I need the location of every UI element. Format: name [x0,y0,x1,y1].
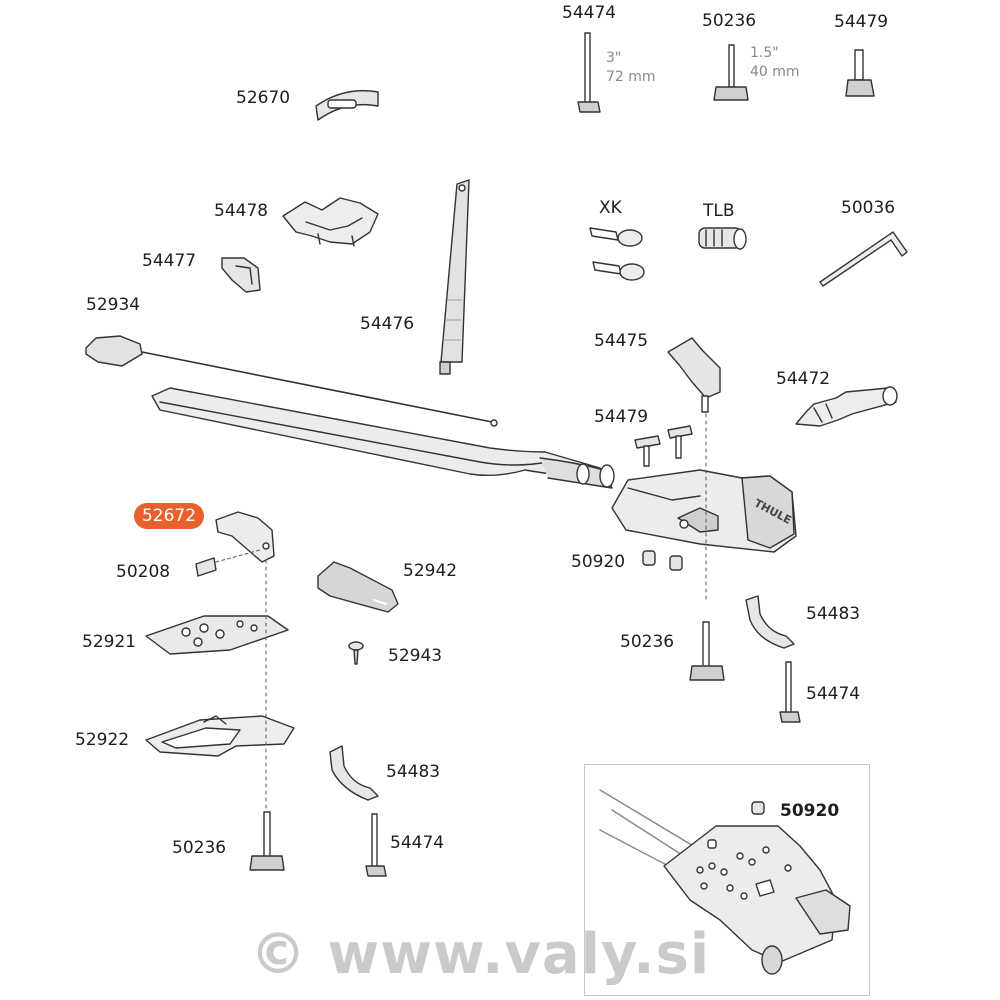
label-52922: 52922 [75,730,130,750]
label-54479-mid: 54479 [594,407,649,427]
bolt-54479-top [845,49,875,97]
handle-52934 [85,335,498,427]
label-xk: XK [599,198,622,218]
label-54477: 54477 [142,251,197,271]
rubber-block-52942 [317,561,399,613]
label-54475: 54475 [594,331,649,351]
bolt-50236-top [713,44,749,101]
label-54478: 54478 [214,201,269,221]
label-50920-inset: 50920 [780,801,840,821]
highlighted-part-52672[interactable]: 52672 [134,503,204,529]
pin-50208 [195,557,217,577]
holder-52672 [215,511,275,563]
label-50036: 50036 [841,198,896,218]
bolt-50236-right [689,621,725,681]
rubber-pad-52670 [315,89,379,121]
bracket-54483-mid [329,745,379,801]
label-tlb: TLB [703,201,735,221]
bracket-54483-right [745,595,795,649]
size-50236-inch: 1.5" [750,45,779,61]
lock-cylinder-tlb [698,227,747,250]
fork-holder-body: THULE [611,469,797,553]
inset-detail [599,789,851,975]
knob-54472 [795,386,898,427]
bolt-54474-top [577,32,601,113]
label-52942: 52942 [403,561,458,581]
label-54483-right: 54483 [806,604,861,624]
label-54472: 54472 [776,369,831,389]
label-50920: 50920 [571,552,626,572]
strap-54476 [439,179,470,375]
lever-54475 [667,337,721,413]
bolt-54474-right [779,661,801,723]
watermark: © www.valy.si [250,922,711,987]
detail-inset-frame [584,764,870,996]
bolt-54474-bottom [365,813,387,877]
bushings-50920 [642,550,683,571]
clip-54477 [221,257,261,293]
clamp-54478 [282,197,379,247]
size-54474-mm: 72 mm [606,69,656,85]
label-54483-mid: 54483 [386,762,441,782]
label-52934: 52934 [86,295,141,315]
plate-52922 [145,715,295,757]
label-52943: 52943 [388,646,443,666]
label-54474-right: 54474 [806,684,861,704]
hex-key-50036 [819,231,908,287]
keys-xk [589,227,645,281]
label-50208: 50208 [116,562,171,582]
label-54474-bottom: 54474 [390,833,445,853]
label-54479-top: 54479 [834,12,889,32]
label-52921: 52921 [82,632,137,652]
plate-52921 [145,615,289,655]
bolt-50236-bottom [249,811,285,871]
label-54476: 54476 [360,314,415,334]
label-50236-mid: 50236 [620,632,675,652]
size-50236-mm: 40 mm [750,64,800,80]
label-50236-top: 50236 [702,11,757,31]
screw-52943 [348,641,364,665]
label-52670: 52670 [236,88,291,108]
size-54474-inch: 3" [606,50,622,66]
bolts-54479-mid [634,425,693,467]
label-50236-bottom: 50236 [172,838,227,858]
wheel-rail [151,387,615,489]
label-54474-top: 54474 [562,3,617,23]
